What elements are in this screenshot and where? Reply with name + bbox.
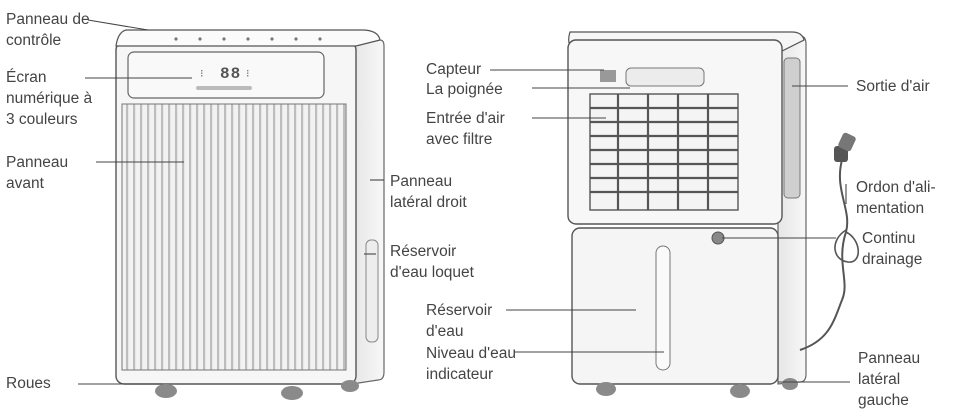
control-buttons bbox=[174, 37, 322, 41]
water-level-window bbox=[655, 245, 671, 371]
label-continuous-drain: Continu drainage bbox=[862, 230, 923, 268]
label-left-side-panel: Panneau latéral gauche bbox=[858, 350, 921, 409]
label-water-tank: Réservoir d'eau bbox=[426, 302, 493, 340]
rear-wheels bbox=[596, 378, 798, 398]
rear-sensor bbox=[600, 70, 616, 82]
label-front-panel: Panneau avant bbox=[6, 154, 69, 192]
rear-handle bbox=[625, 67, 705, 87]
display-digits: 88 bbox=[220, 65, 241, 83]
display-indicator-bar bbox=[196, 86, 252, 90]
power-plug bbox=[834, 146, 848, 162]
label-air-inlet: Entrée d'air avec filtre bbox=[426, 110, 505, 148]
label-power-cord: Ordon d'ali- mentation bbox=[856, 179, 936, 217]
label-water-level: Niveau d'eau indicateur bbox=[426, 345, 516, 383]
display-right-dots: ⁝ bbox=[246, 68, 250, 80]
leader-lines bbox=[78, 19, 850, 385]
label-digital-screen: Écran numérique à 3 couleurs bbox=[6, 69, 93, 128]
front-grille bbox=[121, 103, 347, 371]
label-wheels: Roues bbox=[6, 375, 51, 392]
power-cord-coil bbox=[834, 229, 860, 263]
label-right-side-panel: Panneau latéral droit bbox=[390, 173, 467, 211]
tank-latch bbox=[365, 239, 379, 343]
display-band bbox=[127, 51, 325, 99]
label-air-outlet: Sortie d'air bbox=[856, 78, 930, 95]
air-outlet bbox=[783, 57, 801, 199]
rear-unit bbox=[567, 31, 860, 398]
air-inlet-grid bbox=[589, 93, 739, 211]
label-tank-latch: Réservoir d'eau loquet bbox=[390, 243, 474, 281]
front-unit: 88 ⁝ ⁝ bbox=[115, 29, 385, 400]
front-wheels bbox=[155, 380, 359, 400]
label-sensor: Capteur bbox=[426, 61, 482, 78]
display-left-dots: ⁝ bbox=[200, 68, 204, 80]
label-handle: La poignée bbox=[426, 81, 503, 98]
power-plug-head bbox=[838, 132, 856, 152]
label-control-panel: Panneau de contrôle bbox=[6, 11, 90, 49]
power-cord bbox=[799, 159, 849, 351]
water-tank-body bbox=[571, 227, 779, 385]
